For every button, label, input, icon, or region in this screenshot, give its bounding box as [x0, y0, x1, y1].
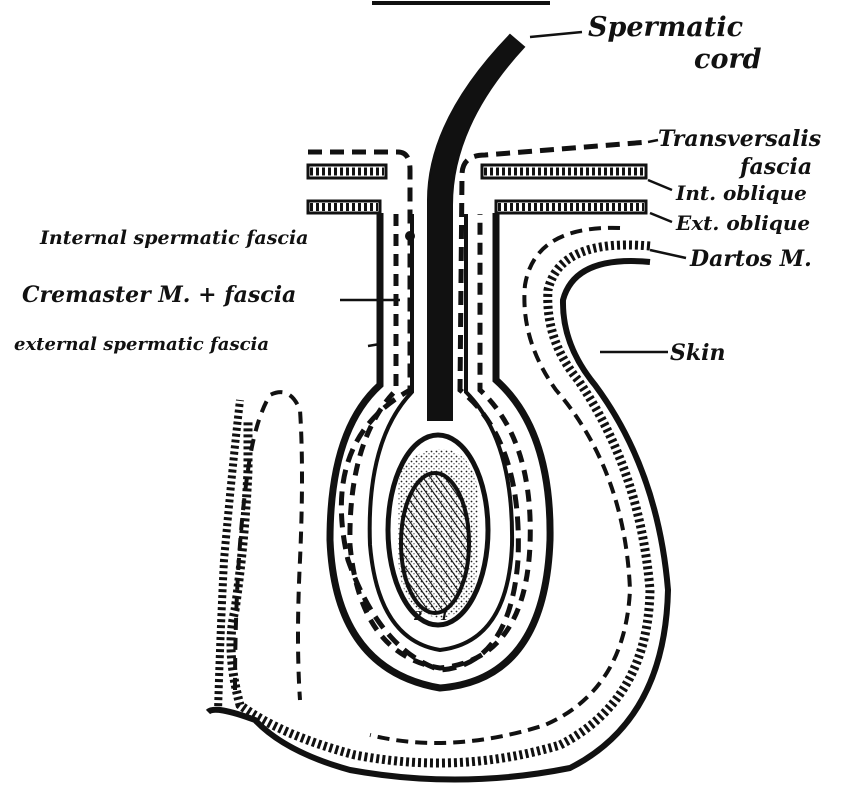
label-spermatic-cord-line1: Spermatic [588, 12, 743, 43]
label-testis-mark-2: 2 [413, 609, 422, 623]
label-cremaster: Cremaster M. + fascia [22, 282, 296, 308]
internal-fascia-pointer-dot [405, 231, 415, 241]
label-spermatic-cord-line2: cord [694, 44, 762, 75]
label-internal-spermatic-fascia: Internal spermatic fascia [39, 227, 309, 249]
label-testis-mark-1: 1 [440, 609, 448, 623]
int-oblique-band-left [308, 165, 386, 178]
left-scrotal-fold-dashed [235, 392, 302, 700]
label-dartos: Dartos M. [689, 246, 812, 272]
label-ext-oblique: Ext. oblique [675, 211, 810, 235]
label-transversalis-line1: Transversalis [658, 126, 821, 152]
testis [388, 435, 488, 625]
label-int-oblique: Int. oblique [675, 181, 807, 205]
spermatic-cord [428, 35, 524, 420]
ext-oblique-band-left [308, 201, 380, 213]
label-transversalis-line2: fascia [738, 154, 812, 180]
label-skin: Skin [670, 340, 725, 366]
leader-lines [340, 32, 686, 352]
int-oblique-band-right [482, 165, 646, 178]
ext-oblique-band-right [496, 201, 646, 213]
label-external-spermatic-fascia: external spermatic fascia [14, 334, 269, 355]
